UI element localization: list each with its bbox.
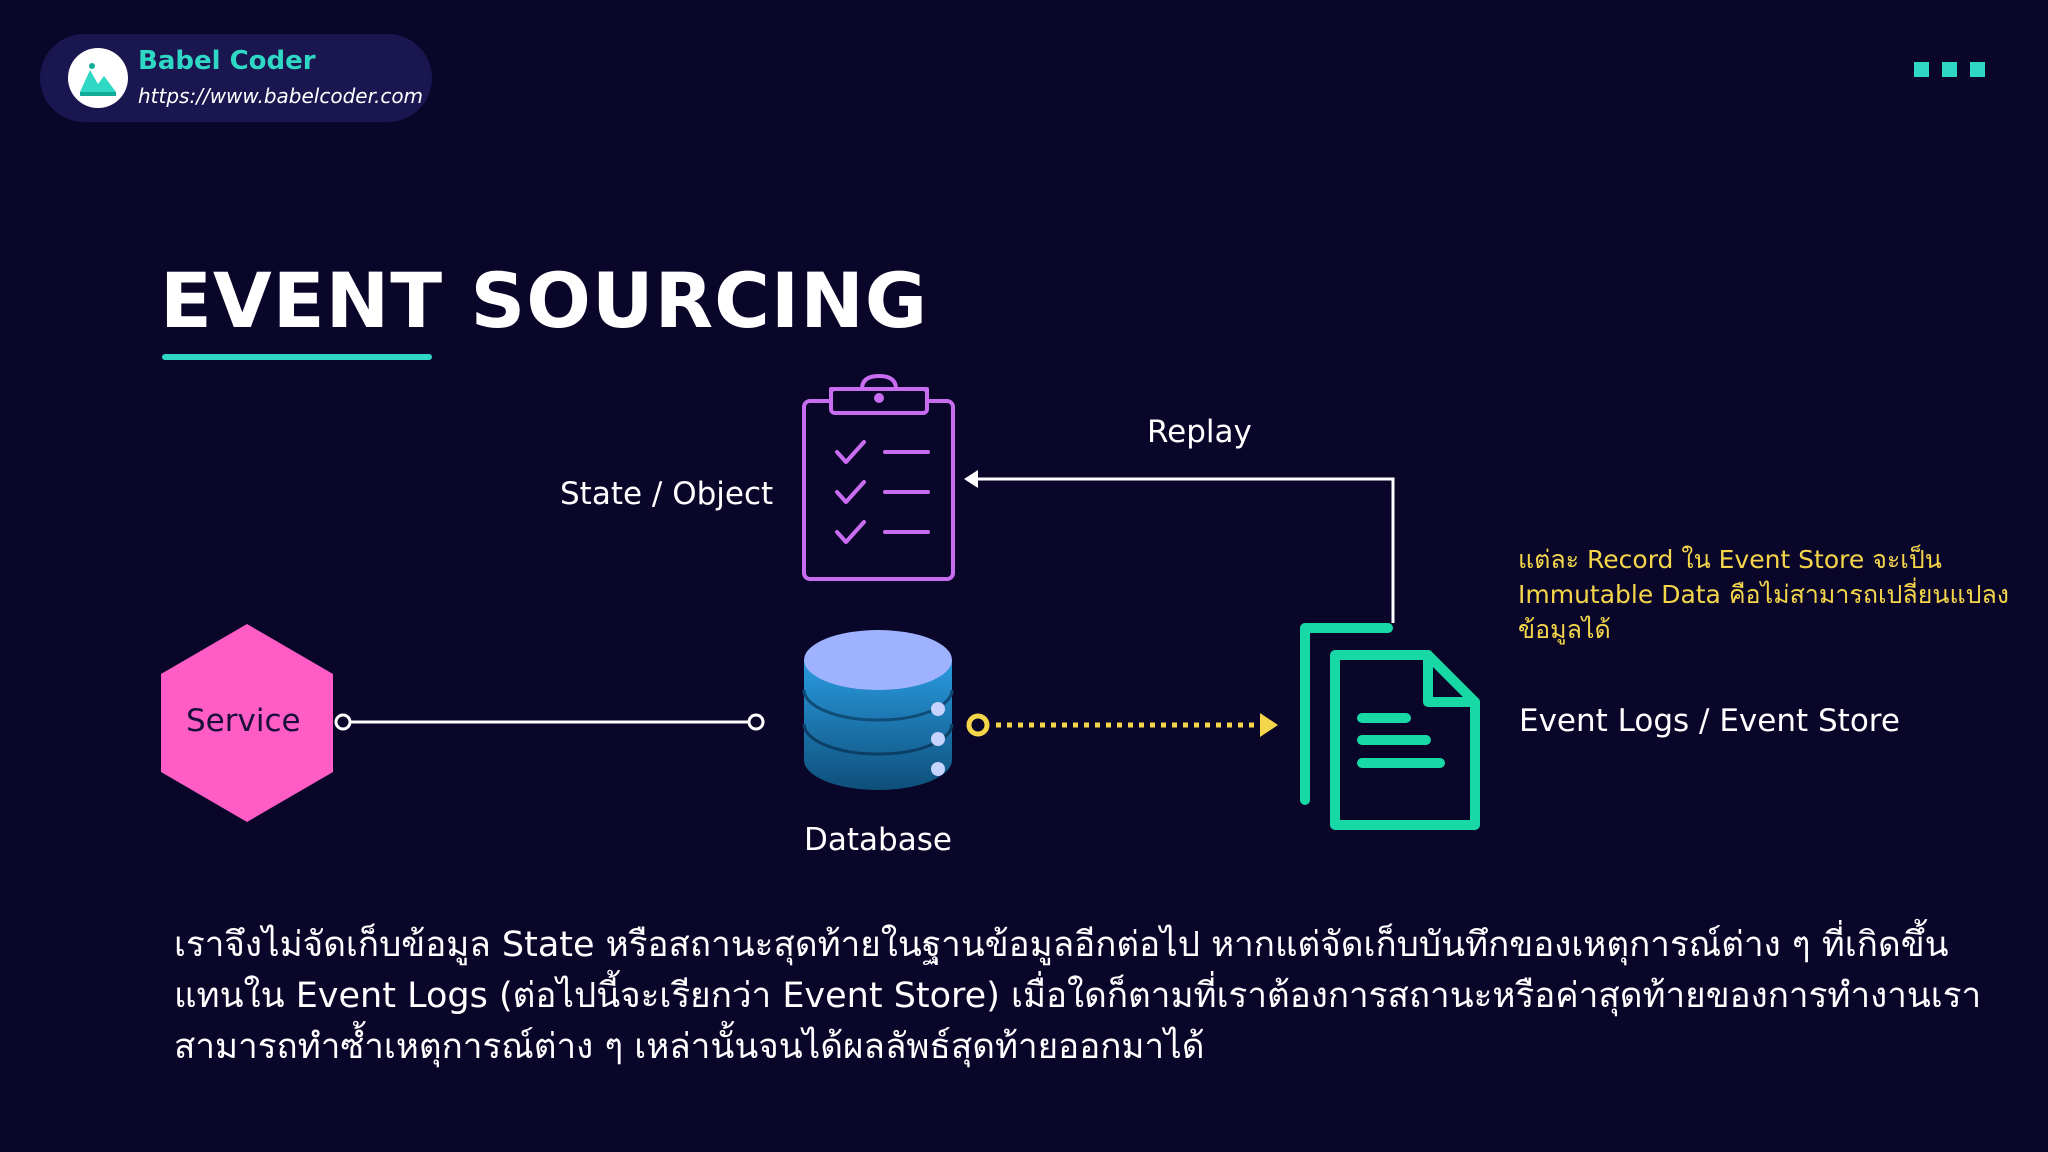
babel-coder-logo-icon: [68, 48, 128, 108]
document-stack-icon[interactable]: [1300, 623, 1480, 830]
database-to-store-arrow: [966, 713, 1278, 737]
description-line: แทนใน Event Logs (ต่อไปนี้จะเรียกว่า Eve…: [174, 976, 1982, 1016]
brand-badge[interactable]: Babel Coder https://www.babelcoder.com: [40, 34, 432, 122]
state-object-label: State / Object: [560, 476, 774, 512]
title-underline: [162, 354, 432, 360]
event-store-label: Event Logs / Event Store: [1519, 703, 1900, 739]
service-label: Service: [186, 703, 301, 739]
slide-title: EVENT SOURCING: [160, 256, 929, 345]
description-line: สามารถทำซ้ำเหตุการณ์ต่าง ๆ เหล่านั้นจนได…: [174, 1027, 1205, 1067]
service-to-database-connector: [334, 713, 765, 731]
brand-url[interactable]: https://www.babelcoder.com: [138, 84, 424, 108]
description-paragraph: เราจึงไม่จัดเก็บข้อมูล State หรือสถานะสุ…: [174, 920, 2034, 1073]
replay-label: Replay: [1147, 414, 1252, 450]
immutable-note: แต่ละ Record ใน Event Store จะเป็น Immut…: [1518, 545, 2009, 644]
database-cylinder-icon[interactable]: [802, 630, 954, 790]
database-label: Database: [804, 822, 952, 858]
clipboard-checklist-icon[interactable]: [802, 374, 955, 581]
description-line: เราจึงไม่จัดเก็บข้อมูล State หรือสถานะสุ…: [174, 925, 1949, 965]
three-dots-menu-icon[interactable]: [1914, 62, 1990, 78]
brand-name: Babel Coder: [138, 46, 316, 76]
service-hexagon[interactable]: [161, 624, 333, 822]
replay-arrow: [964, 470, 1395, 623]
